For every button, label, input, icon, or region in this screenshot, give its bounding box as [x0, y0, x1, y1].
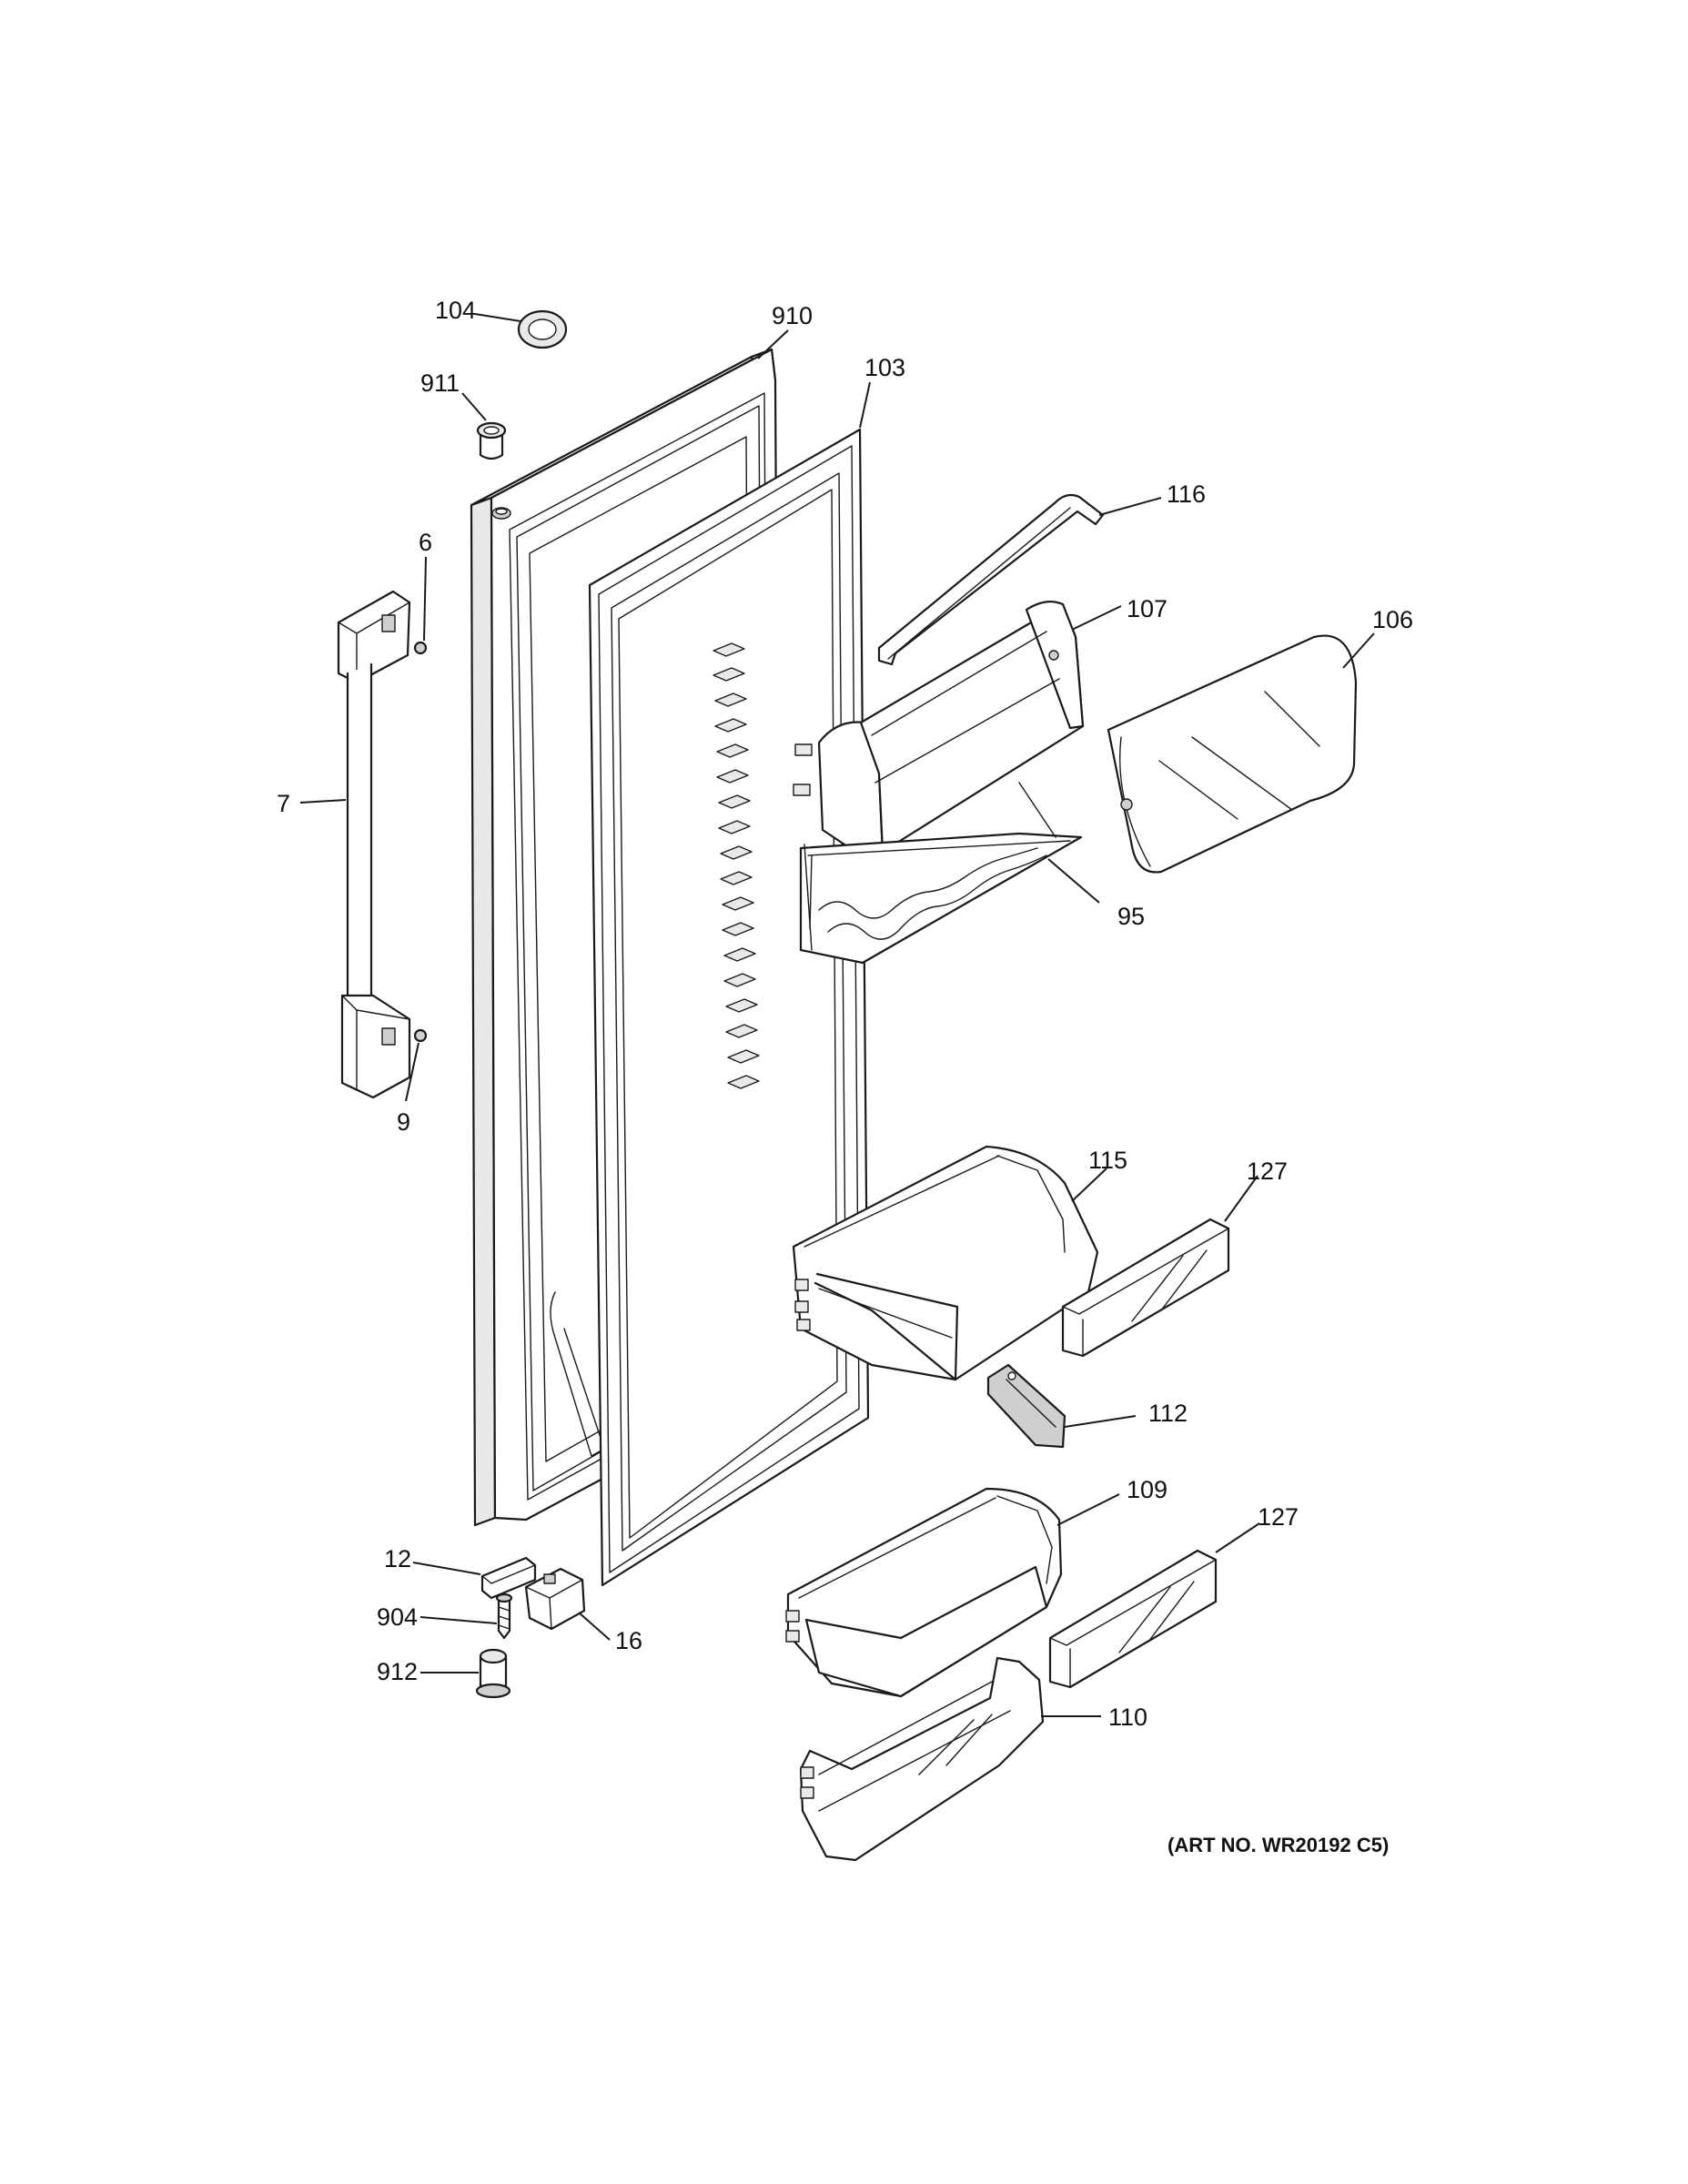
door-bin-110-part — [799, 1656, 1045, 1862]
bushing-912-part — [475, 1648, 511, 1699]
callout-7: 7 — [277, 790, 290, 817]
shelf-boss-ladder — [713, 642, 760, 1089]
callout-12: 12 — [384, 1545, 411, 1572]
bin-trim-127-upper-part — [1061, 1218, 1230, 1358]
hinge-plate-12-part — [480, 1556, 537, 1600]
callout-109: 109 — [1127, 1476, 1167, 1503]
door-handle-part — [337, 590, 411, 1099]
door-liner-gasket — [588, 428, 870, 1587]
callout-127-upper: 127 — [1247, 1158, 1288, 1185]
bin-rail-part — [877, 493, 1105, 666]
callout-912: 912 — [377, 1658, 418, 1685]
callout-6: 6 — [419, 529, 432, 556]
callout-106: 106 — [1372, 606, 1413, 633]
leader-lines — [299, 313, 1375, 1717]
hinge-bushing-part — [476, 421, 507, 460]
screw-904-part — [495, 1592, 513, 1640]
callout-910: 910 — [772, 302, 813, 329]
callout-103: 103 — [864, 354, 905, 381]
trim-plug-part — [517, 309, 568, 349]
bin-trim-panel-part — [1107, 634, 1358, 874]
handle-screw-top-part — [413, 641, 428, 655]
callout-115: 115 — [1088, 1147, 1127, 1174]
callout-104: 104 — [435, 297, 476, 324]
callout-127-lower: 127 — [1258, 1503, 1299, 1531]
wire-rack-part — [799, 782, 1083, 965]
bin-trim-127-lower-part — [1048, 1549, 1218, 1689]
hinge-block-16-part — [524, 1567, 586, 1631]
callout-911: 911 — [420, 369, 460, 397]
callout-labels: 104 910 911 103 116 6 107 106 7 95 9 115… — [277, 297, 1413, 1731]
callout-110: 110 — [1108, 1704, 1147, 1731]
callout-95: 95 — [1117, 903, 1145, 930]
callout-9: 9 — [397, 1108, 410, 1136]
door-bin-109-part — [785, 1487, 1063, 1698]
gallon-door-bin-part — [793, 600, 1085, 857]
door-bin-115-part — [792, 1145, 1099, 1381]
callout-904: 904 — [377, 1603, 418, 1631]
handle-screw-bottom-part — [413, 1028, 428, 1043]
callout-116: 116 — [1167, 480, 1206, 508]
callout-112: 112 — [1148, 1400, 1188, 1427]
callout-16: 16 — [615, 1627, 642, 1654]
art-number-label: (ART NO. WR20192 C5) — [1167, 1834, 1390, 1856]
callout-107: 107 — [1127, 595, 1167, 622]
bin-clip-112-part — [986, 1363, 1066, 1449]
